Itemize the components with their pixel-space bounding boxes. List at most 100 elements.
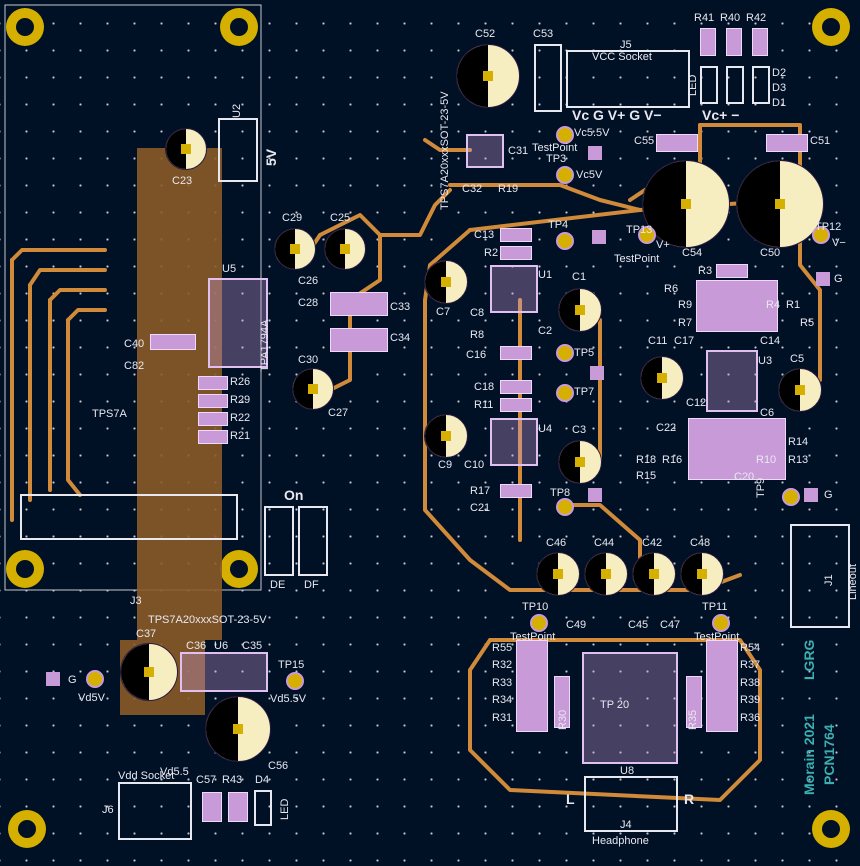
label-r41: R41 — [694, 12, 715, 24]
label-l: L — [566, 791, 575, 807]
pad-r40 — [726, 28, 742, 56]
label-led-top: LED — [687, 74, 699, 96]
label-on: On — [284, 487, 304, 503]
testpoint-g-tp7[interactable] — [590, 366, 604, 380]
testpoint-g-vminus[interactable] — [816, 272, 830, 286]
label-c6: C6 — [760, 407, 775, 419]
capacitor-c29 — [274, 228, 316, 270]
testpoint-g-left[interactable] — [46, 672, 60, 686]
label-c50: C50 — [760, 247, 781, 259]
label-u2-top: U2 — [231, 103, 243, 118]
label-u1: U1 — [538, 269, 553, 281]
testpoint-vd5v[interactable] — [86, 670, 104, 688]
label-headphone: Headphone — [592, 835, 649, 847]
testpoint-tp13[interactable] — [638, 226, 656, 244]
label-r31: R31 — [492, 712, 513, 724]
pad-r-left-group — [516, 640, 548, 732]
testpoint-tp7[interactable] — [556, 384, 574, 402]
label-d2: D2 — [772, 67, 787, 79]
label-r1: R1 — [786, 299, 801, 311]
label-r37: R37 — [740, 659, 761, 671]
connector-j5 — [566, 50, 690, 108]
mounting-hole-bottom-left — [8, 810, 46, 848]
capacitor-c3 — [558, 440, 602, 484]
label-c10: C10 — [464, 459, 485, 471]
led-d1 — [752, 66, 770, 104]
header-c53 — [534, 44, 562, 112]
label-r21: R21 — [230, 430, 251, 442]
label-c33: C33 — [390, 301, 411, 313]
label-c31: C31 — [508, 145, 529, 157]
label-tp7: TP7 — [574, 386, 595, 398]
testpoint-g-tp4[interactable] — [592, 230, 606, 244]
label-c26: C26 — [298, 275, 319, 287]
label-tp3: TP3 — [546, 153, 567, 165]
pad-c51 — [766, 134, 808, 152]
pad-r11 — [500, 398, 532, 412]
label-j6: J6 — [102, 804, 114, 816]
testpoint-vc5v[interactable] — [556, 166, 574, 184]
testpoint-g-tp9[interactable] — [804, 488, 818, 502]
label-tps-u7: TPS7A — [92, 408, 127, 420]
label-c49: C49 — [566, 619, 587, 631]
label-tp5: TP5 — [574, 347, 595, 359]
label-r8: R8 — [470, 329, 485, 341]
connector-j3 — [20, 494, 238, 540]
label-pcb: PCN1764 — [821, 724, 837, 785]
label-testpoint-d: TestPoint — [694, 631, 740, 643]
testpoint-tp15[interactable] — [286, 672, 304, 690]
label-r32: R32 — [492, 659, 513, 671]
testpoint-tp8[interactable] — [556, 498, 574, 516]
switch-df — [298, 506, 328, 576]
testpoint-g-a[interactable] — [588, 146, 602, 160]
mounting-hole-mid-center — [220, 550, 258, 588]
label-c16: C16 — [466, 349, 487, 361]
label-c23: C23 — [172, 175, 193, 187]
label-g-left: G — [68, 674, 77, 686]
label-r3: R3 — [698, 265, 713, 277]
label-c21: C21 — [470, 502, 491, 514]
pad-c57 — [202, 792, 222, 822]
pad-r29 — [198, 394, 228, 408]
label-c51: C51 — [810, 135, 831, 147]
testpoint-tp4[interactable] — [556, 232, 574, 250]
capacitor-c5 — [778, 368, 822, 412]
testpoint-tp9[interactable] — [782, 488, 800, 506]
label-r16: R16 — [662, 454, 683, 466]
label-r39: R39 — [740, 694, 761, 706]
label-r22: R22 — [230, 412, 251, 424]
label-j1: J1 — [823, 574, 835, 586]
label-c22: C22 — [656, 422, 677, 434]
capacitor-c50 — [736, 160, 824, 248]
pad-c34 — [330, 328, 388, 352]
label-c42: C42 — [642, 537, 663, 549]
label-tp12: TP12 — [815, 221, 842, 233]
label-df: DF — [304, 579, 319, 591]
label-r11: R11 — [474, 399, 494, 411]
label-tp11: TP11 — [702, 601, 728, 613]
label-c57: C57 — [196, 774, 217, 786]
testpoint-tp12[interactable] — [812, 226, 830, 244]
label-r36: R36 — [740, 712, 761, 724]
capacitor-c7 — [424, 260, 468, 304]
testpoint-tp11[interactable] — [712, 614, 730, 632]
label-c35: C35 — [242, 640, 263, 652]
label-de: DE — [270, 579, 286, 591]
label-u8: U8 — [620, 765, 635, 777]
label-d1: D1 — [772, 97, 787, 109]
label-d3: D3 — [772, 82, 787, 94]
pad-r30 — [554, 676, 570, 728]
label-tpa1794a: TPA1794A — [259, 319, 271, 372]
header-j2-top — [218, 118, 258, 182]
testpoint-tp10[interactable] — [530, 614, 548, 632]
label-u3: U3 — [758, 355, 773, 367]
label-r43: R43 — [222, 774, 243, 786]
label-r: R — [684, 791, 695, 807]
label-r10: R10 — [756, 454, 777, 466]
testpoint-vc55v[interactable] — [556, 126, 574, 144]
pad-r-right-group — [706, 640, 738, 732]
testpoint-g-tp8[interactable] — [588, 488, 602, 502]
testpoint-tp5[interactable] — [556, 344, 574, 362]
label-r40: R40 — [720, 12, 741, 24]
pad-r3 — [716, 264, 748, 278]
